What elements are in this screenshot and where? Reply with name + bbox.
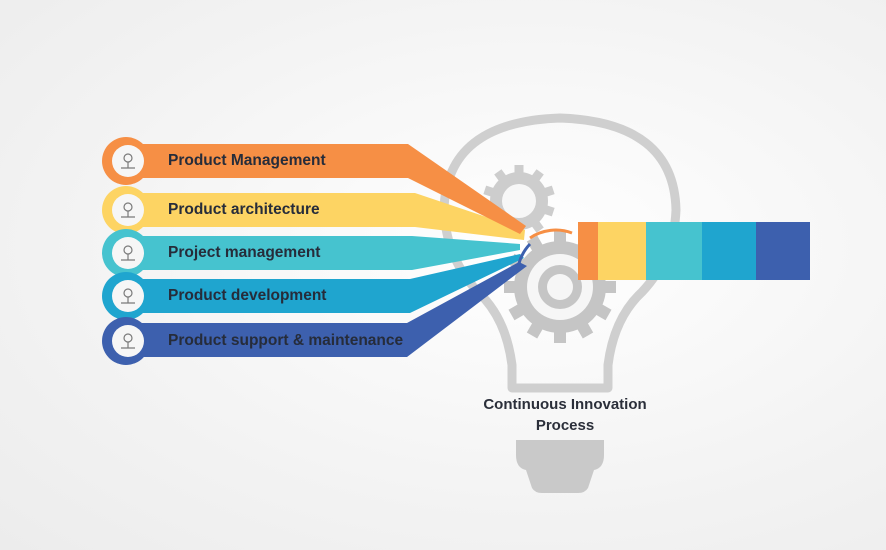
caption-line-2: Process: [535, 417, 595, 434]
step-badge: [102, 229, 150, 277]
step-label-product-development: Product development: [168, 287, 327, 304]
support-person-icon: [121, 333, 135, 349]
center-caption: Continuous Innovation Process: [452, 394, 678, 436]
step-label-product-architecture: Product architecture: [168, 201, 320, 218]
ribbon-product-management: [126, 144, 526, 234]
caption-line-1: Continuous Innovation: [483, 396, 647, 413]
org-chart-icon: [121, 153, 135, 169]
step-label-product-management: Product Management: [168, 152, 326, 169]
ribbon-product-support: [126, 262, 527, 357]
gears-icon: [121, 288, 135, 304]
ribbon-product-development: [126, 254, 524, 313]
ribbon-product-architecture: [126, 193, 525, 240]
manager-icon: [121, 245, 135, 261]
ruler-square-icon: [121, 202, 135, 218]
step-badge: [102, 137, 150, 185]
step-label-product-support: Product support & maintenance: [168, 332, 404, 349]
lightbulb-base: [516, 440, 604, 493]
gear-arc-orange: [529, 228, 573, 240]
step-badges: [102, 137, 150, 365]
step-badge: [102, 272, 150, 320]
output-color-blocks: [578, 222, 810, 280]
step-label-project-management: Project management: [168, 244, 321, 261]
step-badge: [102, 317, 150, 365]
gear-arc-blue: [516, 242, 532, 269]
ribbon-project-management: [126, 236, 520, 270]
step-badge: [102, 186, 150, 234]
